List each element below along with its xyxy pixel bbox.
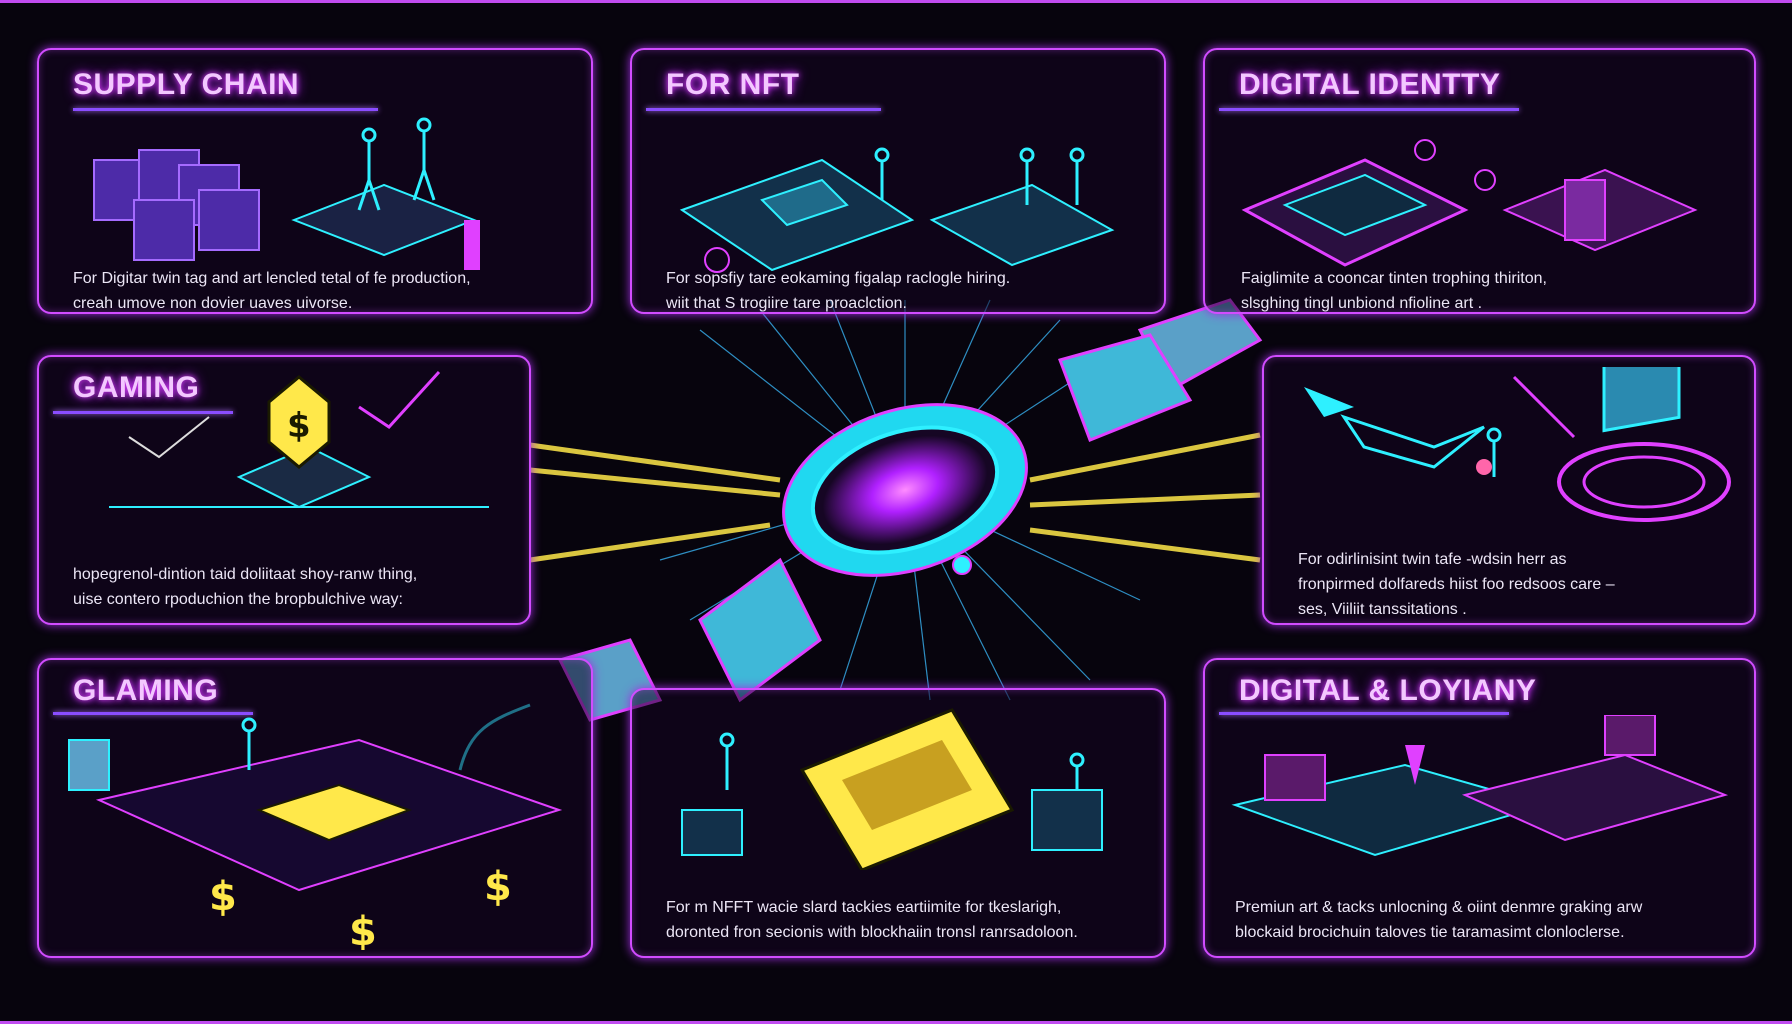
panel-supply-chain: SUPPLY CHAIN For Digitar twin tag and ar… — [37, 48, 593, 314]
description-line: For Digitar twin tag and art lencled tet… — [73, 270, 471, 287]
description-line: For m NFFT wacie slard tackies eartiimit… — [666, 899, 1062, 916]
panel-description: hopegrenol-dintion taid doliitaat shoy-r… — [73, 562, 417, 612]
description-line: doronted fron secionis with blockhaiin t… — [666, 924, 1078, 941]
description-line: slsghing tingl unbiond nfioline art . — [1241, 295, 1483, 312]
panel-description: Premiun art & tacks unlocning & oiint de… — [1235, 895, 1642, 945]
title-underline — [73, 108, 378, 111]
description-line: creah umove non dovier uaves uivorse. — [73, 295, 353, 312]
drone-icon — [1304, 367, 1731, 522]
panel-title: DIGITAL IDENTTY — [1239, 68, 1501, 101]
nft-platform-icon — [679, 147, 1115, 273]
panel-description: Faiglimite a cooncar tinten trophing thi… — [1241, 266, 1547, 312]
svg-text:$: $ — [484, 864, 512, 910]
panel-gaming: GAMING $ hopegrenol-dintion taid doliita… — [37, 355, 531, 625]
panel-right-middle: For odirlinisint twin tafe -wdsin herr a… — [1262, 355, 1756, 625]
panel-description: For Digitar twin tag and art lencled tet… — [73, 266, 471, 312]
description-line: fronpirmed dolfareds hiist foo redsoos c… — [1298, 576, 1615, 593]
panel-digital-identity: DIGITAL IDENTTY Faiglimite a cooncar tin… — [1203, 48, 1756, 314]
title-underline — [646, 108, 881, 111]
panel-description: For m NFFT wacie slard tackies eartiimit… — [666, 895, 1078, 945]
svg-text:$: $ — [287, 406, 311, 446]
title-underline — [53, 411, 233, 414]
title-underline — [53, 712, 253, 715]
hologram-card-icon — [1231, 715, 1729, 857]
title-underline — [1219, 108, 1519, 111]
description-line: wiit that S trogiire tare proaclction. — [666, 295, 907, 312]
yellow-beams — [529, 432, 1261, 563]
description-line: ses, Viiliit tanssitations . — [1298, 601, 1467, 618]
panel-title: GAMING — [73, 371, 200, 404]
qr-card-icon: $ $ $ — [68, 717, 563, 950]
description-line: hopegrenol-dintion taid doliitaat shoy-r… — [73, 566, 418, 583]
description-line: blockaid brocichuin taloves tie taramasi… — [1235, 924, 1625, 941]
description-line: For sopsfiy tare eokaming figalap raclog… — [666, 270, 1011, 287]
panel-description: For odirlinisint twin tafe -wdsin herr a… — [1298, 547, 1615, 622]
description-line: Premiun art & tacks unlocning & oiint de… — [1235, 899, 1643, 916]
panel-for-nft: FOR NFT For sopsfiy tare eokaming figala… — [630, 48, 1166, 314]
description-line: uise contero rpoduchion the bropbulchive… — [73, 591, 403, 608]
panel-glaming: GLAMING $ $ $ — [37, 658, 593, 958]
panel-digital-loyalty: DIGITAL & LOYIANY Premiun art & tacks un… — [1203, 658, 1756, 958]
dollar-badge-icon: $ — [109, 370, 489, 509]
panel-title: SUPPLY CHAIN — [73, 68, 300, 101]
svg-text:$: $ — [349, 909, 377, 950]
qr-ticket-icon — [681, 708, 1103, 870]
cube-stack-icon — [93, 117, 480, 270]
description-line: For odirlinisint twin tafe -wdsin herr a… — [1298, 551, 1567, 568]
panel-bottom-middle: For m NFFT wacie slard tackies eartiimit… — [630, 688, 1166, 958]
description-line: Faiglimite a cooncar tinten trophing thi… — [1241, 270, 1547, 287]
panel-title: FOR NFT — [666, 68, 800, 101]
title-underline — [1219, 712, 1509, 715]
panel-title: GLAMING — [73, 674, 219, 707]
panel-title: DIGITAL & LOYIANY — [1239, 674, 1537, 707]
smartwatch-icon — [557, 298, 1263, 722]
svg-text:$: $ — [209, 874, 237, 920]
panel-description: For sopsfiy tare eokaming figalap raclog… — [666, 266, 1011, 312]
fingerprint-chip-icon — [1241, 139, 1698, 267]
